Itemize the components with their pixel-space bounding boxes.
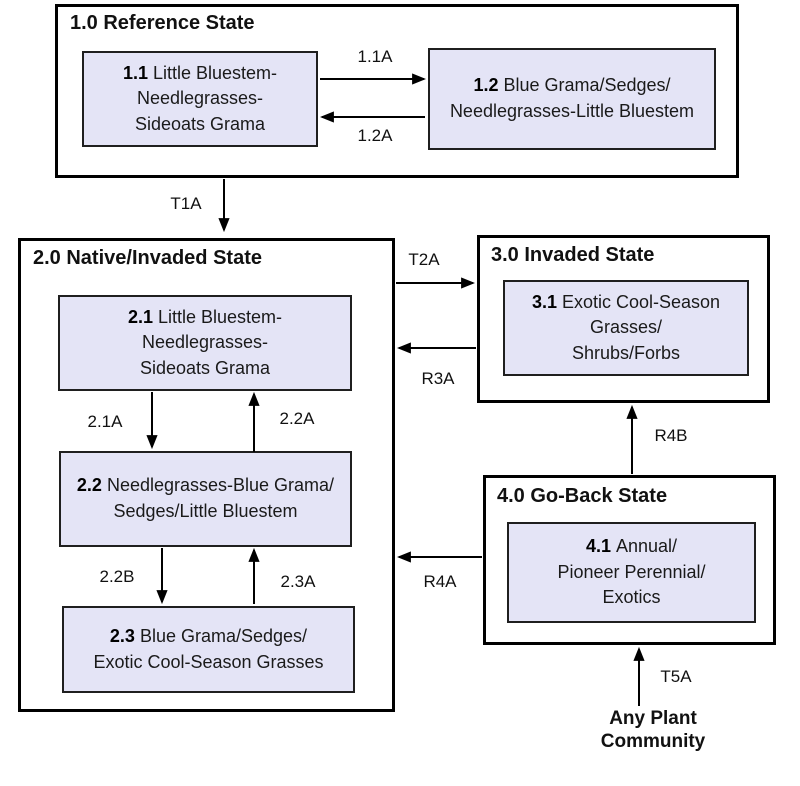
- transition-label-T2A: T2A: [408, 250, 440, 269]
- transition-label-R4A: R4A: [423, 572, 457, 591]
- community-text-1-1: Little Bluestem- Needlegrasses- Sideoats…: [134, 62, 278, 134]
- transition-label-2-2A: 2.2A: [279, 409, 315, 428]
- transition-label-T5A: T5A: [660, 667, 692, 686]
- transition-label-R3A: R3A: [421, 369, 455, 388]
- state-title-invaded: 3.0 Invaded State: [491, 244, 655, 266]
- transition-label-1-1A: 1.1A: [357, 47, 393, 66]
- transition-label-1-2A: 1.2A: [357, 126, 393, 145]
- community-text-1-2: Blue Grama/Sedges/ Needlegrasses-Little …: [449, 75, 695, 121]
- community-text-3-1: Exotic Cool-Season Grasses/ Shrubs/Forbs: [561, 291, 721, 363]
- community-id-2-2: 2.2: [76, 475, 102, 496]
- community-id-4-1: 4.1: [585, 536, 611, 557]
- transition-label-2-1A: 2.1A: [87, 412, 123, 431]
- community-text-2-3: Blue Grama/Sedges/ Exotic Cool-Season Gr…: [93, 625, 324, 672]
- community-id-1-1: 1.1: [122, 62, 148, 83]
- community-id-2-3: 2.3: [109, 625, 135, 646]
- community-id-2-1: 2.1: [127, 306, 153, 327]
- community-id-3-1: 3.1: [531, 291, 557, 312]
- any-plant-community-label: Any Plant Community: [600, 708, 706, 752]
- state-title-reference: 1.0 Reference State: [70, 12, 255, 34]
- transition-label-2-3A: 2.3A: [280, 572, 316, 591]
- community-text-2-2: Needlegrasses-Blue Grama/ Sedges/Little …: [106, 475, 335, 521]
- transition-label-T1A: T1A: [170, 194, 202, 213]
- state-title-go-back: 4.0 Go-Back State: [497, 485, 668, 507]
- community-text-4-1: Annual/ Pioneer Perennial/ Exotics: [557, 536, 706, 608]
- community-id-1-2: 1.2: [473, 75, 499, 96]
- community-text-2-1: Little Bluestem- Needlegrasses- Sideoats…: [139, 306, 283, 378]
- transition-label-2-2B: 2.2B: [99, 567, 135, 586]
- state-title-native-invaded: 2.0 Native/Invaded State: [33, 247, 262, 269]
- transition-label-R4B: R4B: [654, 426, 688, 445]
